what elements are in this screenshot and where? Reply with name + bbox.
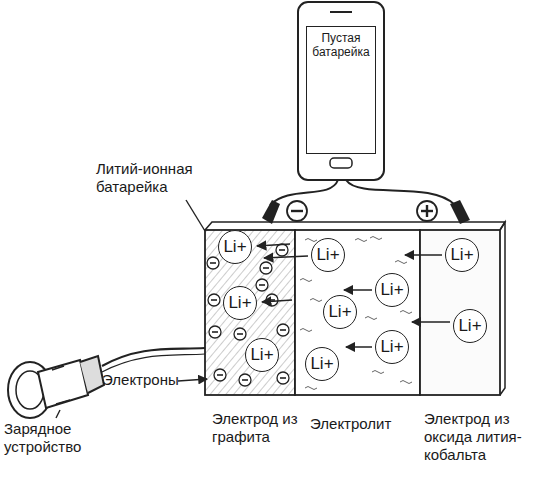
ion-label: Li+: [380, 280, 403, 300]
lithium-ion-circle: Li+: [323, 295, 357, 329]
screen-text: Пустая батарейка: [309, 31, 373, 59]
wire: [346, 180, 455, 205]
lithium-ion-circle: Li+: [445, 238, 479, 272]
plus-terminal: [417, 201, 437, 221]
electron-symbol: [277, 324, 289, 336]
electrode-label: Электрод из оксида лития-кобальта: [424, 410, 554, 464]
battery-label: Литий-ионная батарейка: [96, 160, 214, 196]
electron-symbol: [276, 244, 288, 256]
ion-label: Li+: [250, 345, 273, 365]
lithium-ion-circle: Li+: [311, 238, 345, 272]
electron-symbol: [234, 328, 246, 340]
lithium-ion-circle: Li+: [305, 347, 339, 381]
charger-label: Зарядное устройство: [4, 420, 104, 456]
terminal-clamp: [450, 200, 470, 224]
phone-body: [298, 2, 384, 180]
terminal-clamp: [262, 200, 280, 224]
lithium-ion-circle: Li+: [245, 338, 279, 372]
electrode-label: Электрод из графита: [212, 410, 304, 446]
lithium-ion-circle: Li+: [375, 273, 409, 307]
electron-symbol: [277, 372, 289, 384]
ion-label: Li+: [328, 302, 351, 322]
ion-arrows: [257, 244, 450, 347]
lithium-ion-circle: Li+: [375, 330, 409, 364]
electrolyte-label: Электролит: [310, 415, 391, 433]
ion-label: Li+: [223, 237, 246, 257]
electron-symbol: [256, 279, 268, 291]
electron-symbol: [239, 374, 251, 386]
wire: [270, 180, 338, 205]
ion-label: Li+: [380, 337, 403, 357]
phone-screen: Пустая батарейка: [306, 26, 376, 154]
leader-line: [178, 379, 207, 381]
electron-symbol: [208, 294, 220, 306]
ion-label: Li+: [316, 245, 339, 265]
ion-label: Li+: [228, 293, 251, 313]
charger-plug: [38, 360, 88, 408]
lithium-ion-circle: Li+: [453, 309, 487, 343]
electron-symbol: [214, 369, 226, 381]
ion-label: Li+: [458, 316, 481, 336]
graphite-electrode: [205, 230, 295, 395]
electron-symbol: [266, 294, 278, 306]
electrons-label: Электроны: [102, 371, 179, 389]
leader-line: [56, 410, 60, 418]
ion-label: Li+: [450, 245, 473, 265]
electron-symbol: [207, 257, 219, 269]
electron-symbol: [260, 262, 272, 274]
lithium-ion-circle: Li+: [218, 230, 252, 264]
ion-label: Li+: [310, 354, 333, 374]
leader-line: [186, 200, 205, 231]
lithium-ion-circle: Li+: [223, 286, 257, 320]
electron-symbol: [209, 326, 221, 338]
electrolyte: [295, 230, 420, 395]
minus-terminal: [287, 201, 307, 221]
